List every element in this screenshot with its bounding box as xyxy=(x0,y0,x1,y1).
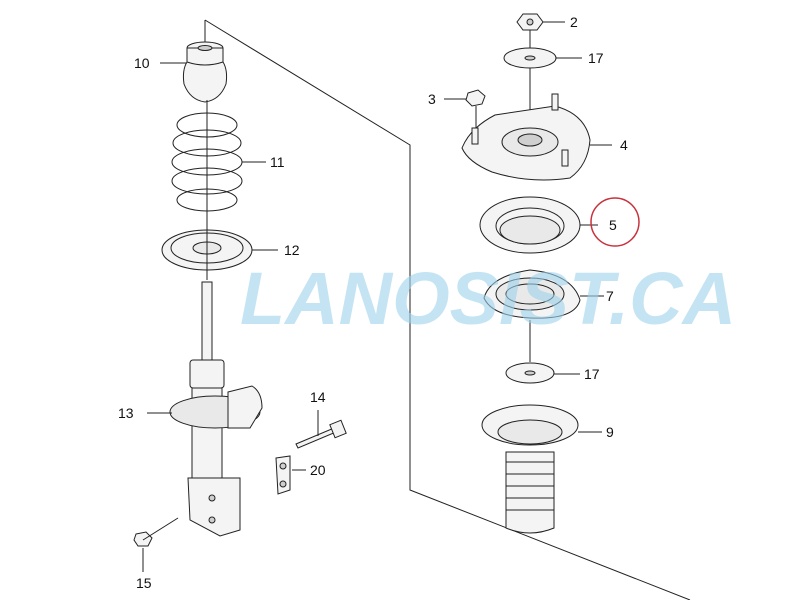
part-3-nut xyxy=(465,89,486,107)
part-17-washer-lower xyxy=(505,362,555,384)
part-5-bearing xyxy=(479,196,581,254)
label-17-top: 17 xyxy=(588,50,604,66)
label-17-lower: 17 xyxy=(584,366,600,382)
highlight-circle xyxy=(590,197,640,247)
label-3: 3 xyxy=(428,91,436,107)
part-7-upper-seat xyxy=(483,269,581,319)
part-15-nut xyxy=(133,517,179,547)
part-4-top-mount xyxy=(461,93,591,181)
part-9-dust-boot xyxy=(481,404,579,534)
label-13: 13 xyxy=(118,405,134,421)
part-13-strut-body xyxy=(169,359,263,537)
label-10: 10 xyxy=(134,55,150,71)
label-5: 5 xyxy=(609,217,617,233)
label-12: 12 xyxy=(284,242,300,258)
label-20: 20 xyxy=(310,462,326,478)
part-14-bolt xyxy=(295,419,347,449)
label-7: 7 xyxy=(606,288,614,304)
assembly-frame xyxy=(204,19,691,600)
label-11: 11 xyxy=(270,154,285,170)
label-2: 2 xyxy=(570,14,578,30)
part-2-nut xyxy=(516,13,544,31)
part-20-bracket xyxy=(275,455,291,495)
part-strut-rod xyxy=(201,281,213,363)
label-15: 15 xyxy=(136,575,152,591)
watermark-text: LANOSIST.CA xyxy=(240,257,736,340)
part-17-washer-top xyxy=(503,47,557,69)
part-10-bump-stop xyxy=(182,41,228,103)
label-9: 9 xyxy=(606,424,614,440)
label-4: 4 xyxy=(620,137,628,153)
label-14: 14 xyxy=(310,389,326,405)
